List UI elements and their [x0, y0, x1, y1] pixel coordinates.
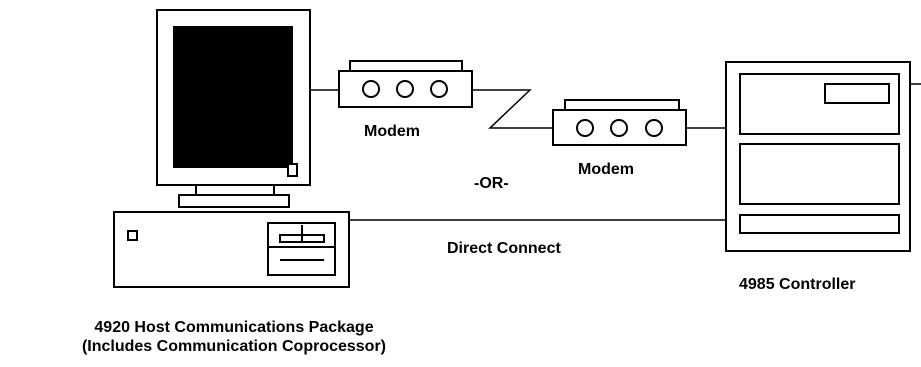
line-phone-zigzag — [472, 89, 553, 129]
host-label-line2: (Includes Communication Coprocessor) — [81, 338, 387, 355]
modem-top — [338, 60, 473, 108]
connection-lines — [310, 83, 921, 221]
controller-unit — [725, 61, 911, 252]
or-label: -OR- — [474, 175, 509, 192]
direct-connect-label: Direct Connect — [447, 240, 561, 257]
monitor-power-button — [287, 163, 298, 177]
modem-bottom-label: Modem — [578, 161, 634, 178]
system-unit-power-button — [127, 230, 138, 241]
controller-label: 4985 Controller — [739, 276, 856, 293]
host-system-unit — [113, 211, 350, 288]
controller-display — [824, 83, 890, 104]
monitor-stand-base — [178, 194, 290, 208]
host-label: 4920 Host Communications Package (Includ… — [0, 318, 468, 356]
modem-top-label: Modem — [364, 123, 420, 140]
monitor-screen — [173, 26, 293, 168]
host-label-line1: 4920 Host Communications Package — [94, 319, 374, 336]
host-monitor — [156, 9, 311, 208]
monitor-stand-neck — [195, 184, 275, 196]
modem-bottom — [552, 99, 687, 146]
